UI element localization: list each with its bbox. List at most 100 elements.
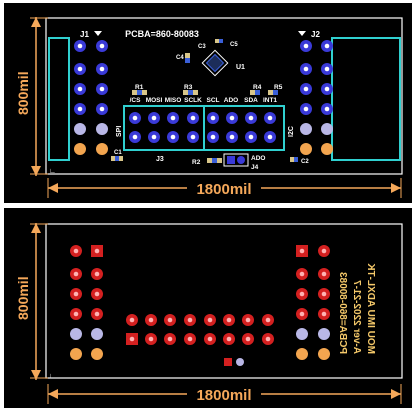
j2-pads-pad-hole [303,66,309,72]
bottom-left-pads-pad-hole [94,291,100,297]
j3-pad-hole [229,115,235,121]
resistor-r1: R1 [132,84,147,95]
j2-pads-pad-hole [303,86,309,92]
label-spi: SPI [116,126,123,137]
pin-label-cs: /CS [130,97,142,104]
bottom-header-left [70,245,103,360]
label-i2c: I2C [288,126,295,137]
bottom-left-pads-pad-hole [73,248,79,254]
mirrored-part-number: PCBA=860-80083 [337,272,348,354]
bottom-right-pads-pad-hole [321,271,327,277]
bottom-left-pads-pad-hole [73,271,79,277]
j3-pad-hole [170,134,176,140]
bottom-right-pads-pad [296,328,308,340]
bottom-j3-pad-hole [148,317,154,323]
j3-pad-hole [267,134,273,140]
label-c2: C2 [301,159,309,165]
j3-pad-hole [190,115,196,121]
vertical-dimension-label: 800mil [15,71,31,115]
mirrored-revision: A-ver 2202-21-7 [351,280,362,354]
resistor-r4: R4 [250,84,262,95]
bottom-left-pads-pad-hole [73,311,79,317]
bottom-j3-pad-hole [245,317,251,323]
bottom-right-pads-pad [318,348,330,360]
vertical-dimension-label-bottom: 800mil [15,276,31,320]
label-c3: C3 [198,44,206,50]
pin1-marker-j2 [298,31,306,36]
bottom-left-pads-pad [91,328,103,340]
bottom-j3-pad-hole [187,336,193,342]
mirrored-board-name: MOU IMU ADXL-TK [365,262,376,354]
j1-pads-pad [74,123,86,135]
capacitor-c5: C5 [230,42,238,48]
label-r4: R4 [253,84,262,91]
label-c5: C5 [230,42,238,48]
j3-pad-hole [229,134,235,140]
bottom-right-pads-pad-hole [299,271,305,277]
bottom-left-pads-pad [70,348,82,360]
left-edge-connector [48,37,70,161]
part-number: PCBA=860-80083 [125,29,199,39]
j3-pad-hole [132,115,138,121]
bottom-jumper-round-pad [236,358,244,366]
bottom-right-pads-pad [318,328,330,340]
bottom-right-pads-pad-hole [321,311,327,317]
j1-pads-pad [74,143,86,155]
j2-pads-pad-hole [303,43,309,49]
j3-pad-hole [132,134,138,140]
j1-pads-pad-hole [99,106,105,112]
chip-u1: U1 [201,49,245,77]
j2-pads-pad-hole [303,106,309,112]
j1-pads-pad-hole [99,66,105,72]
j2-pads-pad [321,123,333,135]
pin1-marker-j1 [94,31,102,36]
j1-pads-pad-hole [77,106,83,112]
board-outline-bottom [45,223,403,379]
pin-label-ado: ADO [224,97,238,104]
bottom-j3-pad-hole [265,317,271,323]
label-r3: R3 [184,84,193,91]
bottom-right-pads-pad-hole [321,291,327,297]
j3-pad-hole [151,134,157,140]
pin-label-sda: SDA [244,97,258,104]
pin-label-int1: INT1 [263,97,277,104]
pin-label-mosi: MOSI [146,97,163,104]
j1-pads-pad-hole [99,43,105,49]
bottom-right-pads-pad-hole [299,311,305,317]
bottom-j3-pad-hole [129,336,135,342]
horizontal-dimension-label-bottom: 1800mil [196,387,251,404]
header-j1 [74,40,108,155]
j1-pads-pad [96,143,108,155]
j1-pads-pad-hole [77,43,83,49]
bottom-right-pads-pad-hole [299,291,305,297]
j2-pads-pad-hole [324,43,330,49]
bottom-j3-pad-hole [226,317,232,323]
bottom-layer-svg: 800mil 1800mil PCBA=860-80083 A-ver 2202… [15,223,403,404]
bottom-left-pads-pad [70,328,82,340]
j3-pad-hole [248,134,254,140]
j2-pads-pad-hole [324,66,330,72]
j2-pads-pad [321,143,333,155]
j3-pad-hole [170,115,176,121]
bottom-header-middle [126,314,274,345]
j1-pads-pad-hole [99,86,105,92]
top-layer-view: 800mil 1800mil PCBA=860-80083 J1 J2 /CS … [4,3,412,203]
bottom-j3-pad-hole [207,336,213,342]
label-j1: J1 [80,30,89,39]
label-u1: U1 [236,64,245,71]
j3-pad-hole [210,115,216,121]
j1-pads-pad [96,123,108,135]
corner-mark-bottom: ∟ [49,373,56,380]
bottom-left-pads-pad-hole [94,311,100,317]
bottom-j3-pad-hole [245,336,251,342]
horizontal-dimension-label: 1800mil [196,181,251,198]
bottom-j3-pad-hole [167,336,173,342]
bottom-j3-pad-hole [207,317,213,323]
bottom-left-pads-pad-hole [94,248,100,254]
label-c1: C1 [114,150,122,156]
bottom-j3-pad-hole [129,317,135,323]
dimension-arrow-right [391,183,401,193]
j3-pad-hole [210,134,216,140]
resistor-r3: R3 [183,84,198,95]
j3-pad-hole [248,115,254,121]
